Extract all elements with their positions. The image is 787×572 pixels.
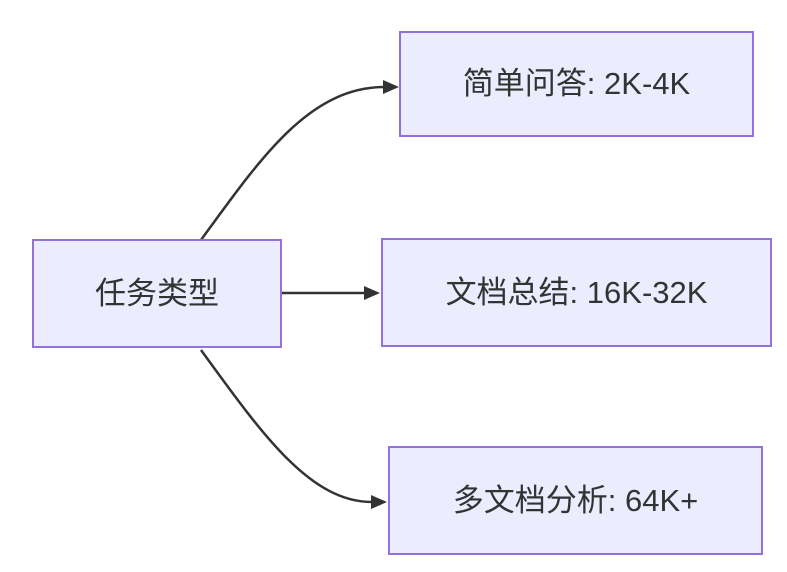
node-doc-summary: 文档总结: 16K-32K (381, 238, 772, 347)
edge-root-to-simple-qa (199, 85, 386, 241)
node-simple-qa: 简单问答: 2K-4K (399, 31, 754, 137)
node-simple-qa-label: 简单问答: 2K-4K (462, 66, 691, 102)
node-task-type-label: 任务类型 (95, 275, 219, 311)
arrowhead-simple-qa-icon (383, 80, 399, 94)
arrowhead-multi-doc-icon (371, 495, 387, 509)
node-multi-doc-analysis: 多文档分析: 64K+ (388, 446, 763, 555)
node-task-type: 任务类型 (32, 239, 282, 348)
node-doc-summary-label: 文档总结: 16K-32K (445, 274, 708, 310)
edge-root-to-multi-doc (199, 349, 373, 504)
node-multi-doc-analysis-label: 多文档分析: 64K+ (452, 482, 699, 518)
arrowhead-doc-summary-icon (364, 286, 380, 300)
